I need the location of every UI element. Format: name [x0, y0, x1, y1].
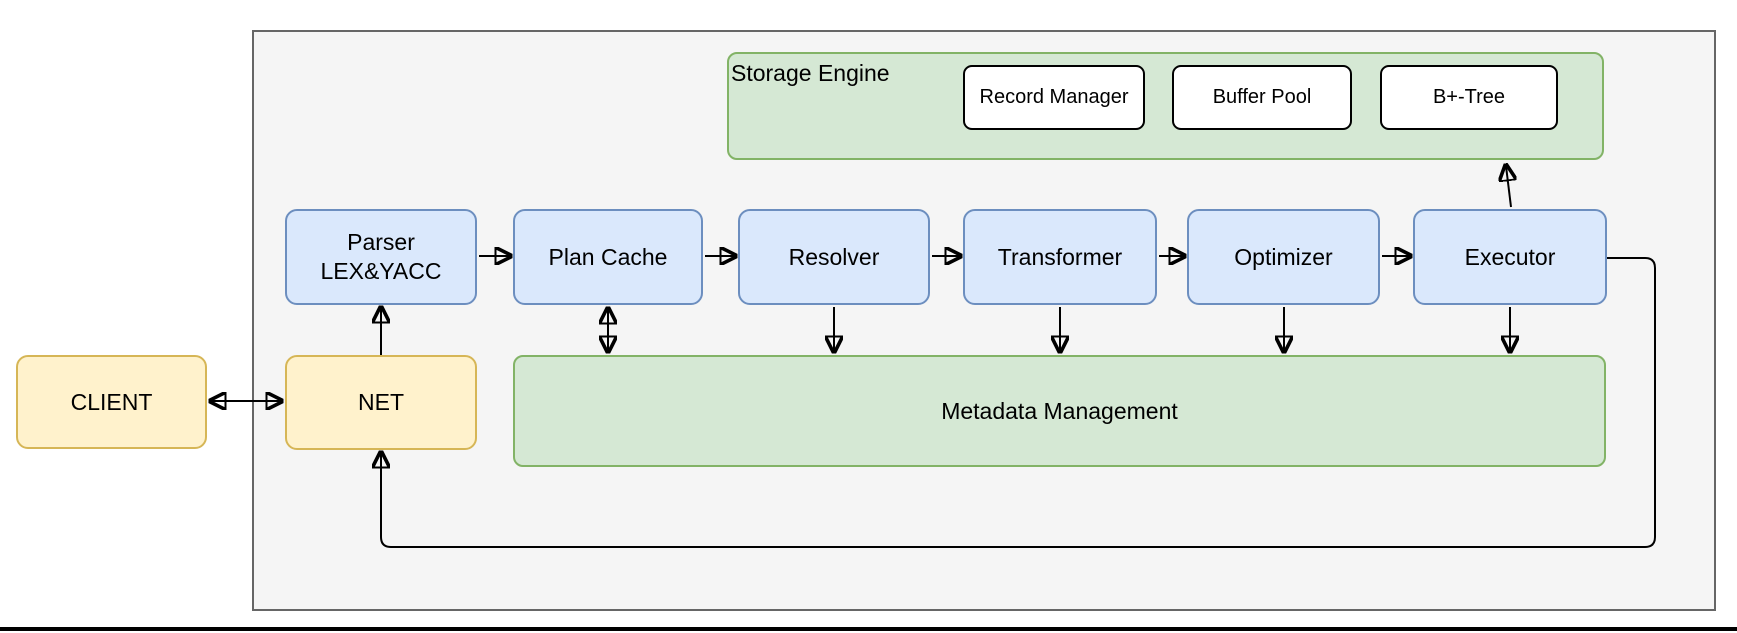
optimizer-box: Optimizer	[1187, 209, 1380, 305]
resolver-box: Resolver	[738, 209, 930, 305]
buffer-pool-box: Buffer Pool	[1172, 65, 1352, 130]
transformer-box: Transformer	[963, 209, 1157, 305]
client-box: CLIENT	[16, 355, 207, 449]
metadata-management-box: Metadata Management	[513, 355, 1606, 467]
plan-cache-box: Plan Cache	[513, 209, 703, 305]
bplus-tree-box: B+-Tree	[1380, 65, 1558, 130]
net-box: NET	[285, 355, 477, 450]
record-manager-box: Record Manager	[963, 65, 1145, 130]
storage-engine-title: Storage Engine	[731, 60, 890, 86]
executor-box: Executor	[1413, 209, 1607, 305]
parser-box: Parser LEX&YACC	[285, 209, 477, 305]
window-bottom-border	[0, 627, 1737, 631]
